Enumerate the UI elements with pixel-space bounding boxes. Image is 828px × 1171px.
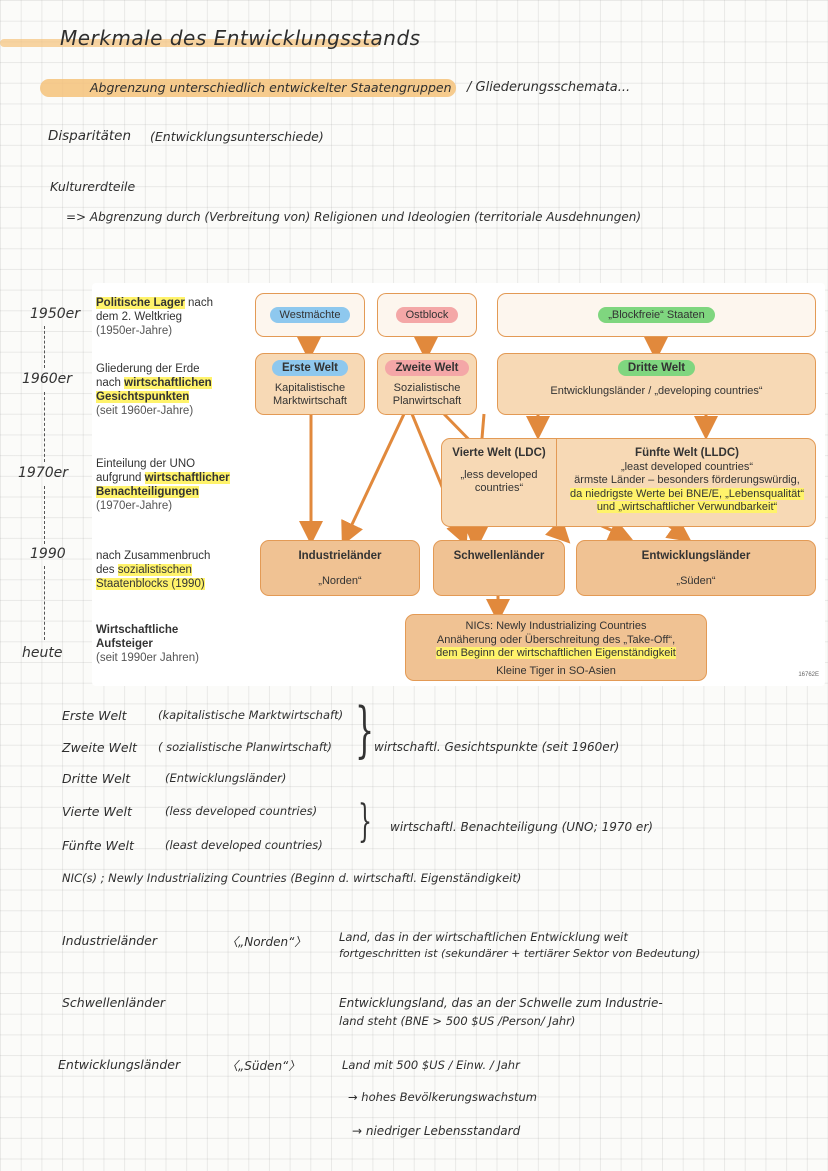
timeline-line-4 (44, 566, 45, 640)
welt-diagram: Politische Lager nach dem 2. Weltkrieg (… (92, 283, 825, 686)
kulturerdteile-line: => Abgrenzung durch (Verbreitung von) Re… (66, 210, 642, 224)
dritte-welt-text: Entwicklungsländer / „developing countri… (550, 385, 763, 397)
fuenfte-welt-line1: „least developed countries“ (620, 460, 754, 473)
brace-2: } (358, 796, 372, 847)
ostblock-label: Ostblock (395, 307, 459, 323)
zweite-welt-title: Zweite Welt (385, 360, 469, 376)
disparitaeten-note: (Entwicklungsunterschiede) (150, 129, 324, 144)
row-label-uno: Einteilung der UNO aufgrund wirtschaftli… (96, 458, 230, 512)
vierte-welt: Vierte Welt (LDC) „less developed countr… (442, 447, 556, 495)
box-entwicklungslaender: Entwicklungsländer „Süden“ (576, 540, 816, 596)
timeline-1960: 1960er (22, 371, 72, 387)
box-nics: NICs: Newly Industrializing Countries An… (405, 614, 707, 681)
def-entwicklungslaender-line1: Land mit 500 $US / Einw. / Jahr (342, 1058, 520, 1072)
fuenfte-welt: Fünfte Welt (LLDC) „least developed coun… (557, 447, 817, 515)
def-schwellenlaender-term: Schwellenländer (62, 995, 166, 1010)
def-industrielaender-line2: fortgeschritten ist (sekundärer + tertiä… (339, 947, 701, 960)
timeline-line-1 (44, 326, 45, 368)
box-schwellenlaender: Schwellenländer (433, 540, 565, 596)
def-schwellenlaender-line2: land steht (BNE > 500 $US /Person/ Jahr) (339, 1014, 576, 1028)
vierte-welt-title: Vierte Welt (LDC) (452, 447, 546, 459)
welt-4-desc: (less developed countries) (165, 804, 318, 818)
subtitle-highlighted: Abgrenzung unterschiedlich entwickelter … (90, 80, 452, 95)
box-zweite-welt: Zweite Welt Sozialistische Planwirtschaf… (377, 353, 477, 415)
box-ostblock: Ostblock (377, 293, 477, 337)
welt-4-name: Vierte Welt (62, 804, 132, 819)
disparitaeten-label: Disparitäten (48, 128, 132, 144)
welt-1-name: Erste Welt (62, 708, 127, 723)
def-schwellenlaender-line1: Entwicklungsland, das an der Schwelle zu… (339, 996, 663, 1010)
nics-line1: NICs: Newly Industrializing Countries (465, 620, 647, 632)
def-industrielaender-term: Industrieländer (62, 933, 158, 948)
nics-line2: Annäherung oder Überschreitung des „Take… (436, 633, 676, 646)
brace2-text: wirtschaftl. Benachteiligung (UNO; 1970 … (390, 820, 653, 834)
timeline-heute: heute (22, 645, 63, 661)
def-industrielaender-tag: 〈„Norden“〉 (226, 935, 307, 949)
title-underline (0, 39, 380, 47)
nics-line4: Kleine Tiger in SO-Asien (496, 664, 616, 677)
timeline-line-2 (44, 392, 45, 462)
welt-3-name: Dritte Welt (62, 771, 131, 786)
welt-3-desc: (Entwicklungsländer) (165, 771, 287, 785)
welt-2-name: Zweite Welt (62, 740, 137, 755)
def-entwicklungslaender-line3: → niedriger Lebensstandard (352, 1124, 521, 1138)
subtitle-highlight (40, 79, 456, 97)
nics-line3: dem Beginn der wirtschaftlichen Eigenstä… (436, 647, 676, 659)
timeline-1970: 1970er (18, 465, 68, 481)
fuenfte-welt-line2: ärmste Länder – besonders förderungswürd… (574, 474, 800, 486)
def-entwicklungslaender-line2: → hohes Bevölkerungswachstum (348, 1090, 538, 1104)
entwicklungslaender-text: „Süden“ (676, 575, 716, 587)
timeline-line-3 (44, 486, 45, 544)
nic-line: NIC(s) ; Newly Industrializing Countries… (62, 871, 522, 885)
timeline-1990: 1990 (30, 546, 66, 562)
fuenfte-welt-title: Fünfte Welt (LLDC) (635, 447, 739, 459)
welt-2-desc: ( sozialistische Planwirtschaft) (158, 740, 332, 754)
def-entwicklungslaender-tag: 〈„Süden“〉 (226, 1059, 301, 1073)
row-label-wirtschaftliche-gesichtspunkte: Gliederung der Erde nach wirtschaftliche… (96, 363, 212, 417)
def-entwicklungslaender-term: Entwicklungsländer (58, 1057, 181, 1072)
zweite-welt-text: Sozialistische Planwirtschaft (392, 382, 462, 407)
welt-5-name: Fünfte Welt (62, 838, 134, 853)
industrielaender-text: „Norden“ (318, 575, 362, 587)
box-vierte-fuenfte-welt: Vierte Welt (LDC) „less developed countr… (441, 438, 816, 527)
welt-1-desc: (kapitalistische Marktwirtschaft) (158, 708, 344, 722)
box-dritte-welt: Dritte Welt Entwicklungsländer / „develo… (497, 353, 816, 415)
erste-welt-text: Kapitalistische Marktwirtschaft (273, 382, 347, 407)
kulturerdteile-label: Kulturerdteile (50, 179, 136, 194)
page-title: Merkmale des Entwicklungsstands (60, 26, 421, 50)
row-label-aufsteiger: Wirtschaftliche Aufsteiger (seit 1990er … (96, 624, 199, 664)
box-industrielaender: Industrieländer „Norden“ (260, 540, 420, 596)
westmaechte-label: Westmächte (269, 307, 351, 323)
entwicklungslaender-title: Entwicklungsländer (641, 550, 751, 562)
timeline-1950: 1950er (30, 306, 80, 322)
box-westmaechte: Westmächte (255, 293, 365, 337)
dritte-welt-title: Dritte Welt (617, 360, 696, 376)
blockfreie-label: „Blockfreie“ Staaten (598, 307, 715, 323)
vierte-welt-text: „less developed countries“ (460, 469, 538, 494)
row-label-zusammenbruch: nach Zusammenbruch des sozialistischen S… (96, 550, 211, 590)
box-erste-welt: Erste Welt Kapitalistische Marktwirtscha… (255, 353, 365, 415)
brace-1: } (355, 695, 375, 765)
subtitle-rest: / Gliederungsschemata... (467, 80, 631, 95)
erste-welt-title: Erste Welt (271, 360, 349, 376)
industrielaender-title: Industrieländer (298, 550, 382, 562)
schwellenlaender-title: Schwellenländer (453, 550, 545, 562)
welt-5-desc: (least developed countries) (165, 838, 323, 852)
brace1-text: wirtschaftl. Gesichtspunkte (seit 1960er… (374, 740, 620, 754)
fuenfte-welt-line4: und „wirtschaftlicher Verwundbarkeit“ (596, 501, 778, 513)
box-blockfreie: „Blockfreie“ Staaten (497, 293, 816, 337)
row-label-politische-lager: Politische Lager nach dem 2. Weltkrieg (… (96, 297, 213, 337)
diagram-code: 16762E (798, 672, 819, 678)
fuenfte-welt-line3: da niedrigste Werte bei BNE/E, „Lebensqu… (570, 487, 804, 500)
def-industrielaender-line1: Land, das in der wirtschaftlichen Entwic… (339, 930, 628, 944)
